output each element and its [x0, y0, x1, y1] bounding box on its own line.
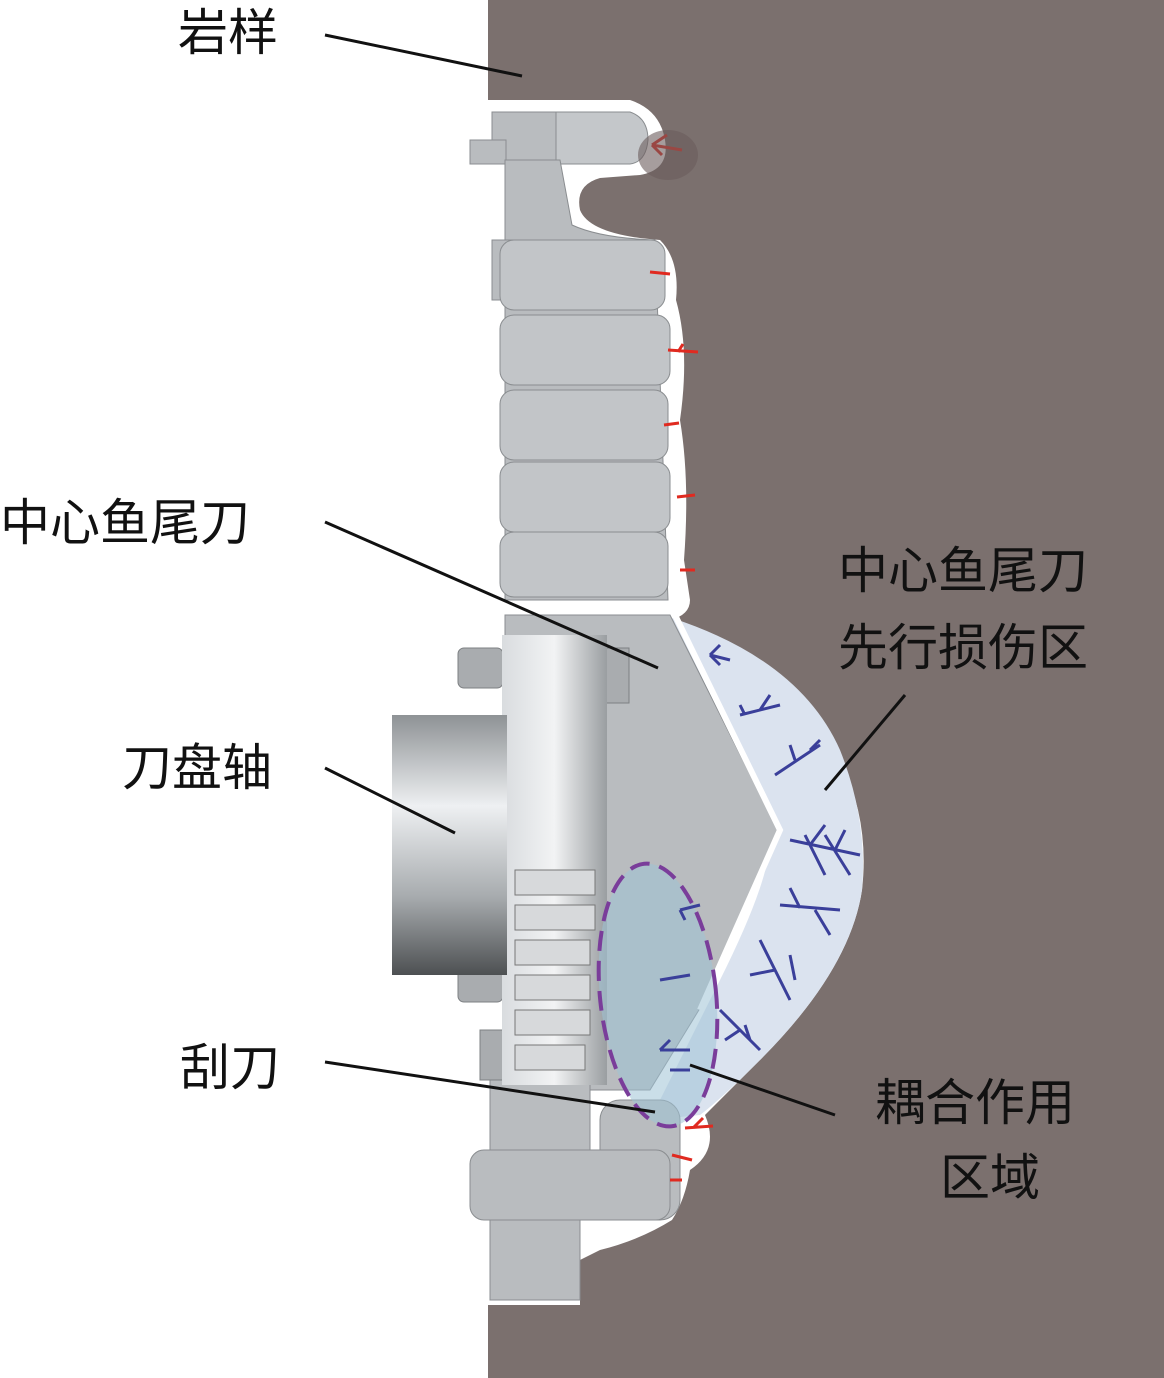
label-rock-sample: 岩样	[178, 4, 278, 62]
chip-zone-top	[638, 130, 698, 180]
blue-cracks	[658, 643, 861, 1072]
fishtail-edge	[672, 613, 784, 1012]
leader-rock	[324, 33, 523, 78]
leader-scraper	[324, 1060, 656, 1114]
leader-damage	[823, 694, 907, 791]
label-coupling-2: 区域	[940, 1149, 1040, 1207]
leader-coupling	[689, 1063, 836, 1117]
damage-zone	[650, 618, 864, 1120]
leader-fishtail	[324, 520, 659, 670]
leader-shaft	[324, 766, 456, 835]
cutterhead-shaft	[392, 715, 507, 975]
label-damage-zone-2: 先行损伤区	[838, 619, 1088, 677]
label-coupling-1: 耦合作用	[875, 1074, 1075, 1132]
label-center-fishtail: 中心鱼尾刀	[0, 494, 250, 552]
label-scraper: 刮刀	[180, 1039, 280, 1097]
label-damage-zone-1: 中心鱼尾刀	[838, 542, 1088, 600]
scraper-teeth	[514, 869, 596, 1071]
label-cutterhead-shaft: 刀盘轴	[122, 739, 272, 797]
coupling-zone	[596, 861, 720, 1129]
